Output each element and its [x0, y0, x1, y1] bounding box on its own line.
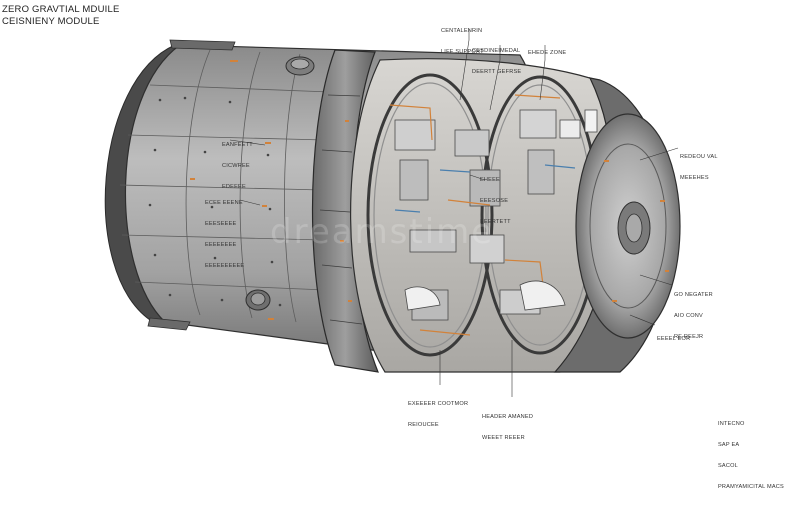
diagram-subtitle: CEISNIENY MODULE [2, 16, 100, 27]
callout-text: GO NEGATER [674, 292, 713, 298]
diagram-canvas: ZERO GRAVTIAL MDUILE CEISNIENY MODULE [2, 4, 784, 490]
callout-text: SAP EA [718, 442, 740, 448]
callout-text: REIOUCEE [408, 422, 439, 428]
callout-text: EHEDE ZONE [528, 50, 567, 56]
callout-text: ECEE EEENE [205, 200, 243, 206]
callout-text: EEEEL EOR [657, 336, 691, 342]
callout-panel-left: EANFEETT CICWREE EDEEEE [222, 128, 253, 205]
callout-text: EXEEEER COOTMOR [408, 401, 469, 407]
callout-bottom-left: EXEEEER COOTMOR REIOUCEE [408, 387, 468, 443]
callout-text: PRAMYAMICITAL MACS [718, 484, 784, 490]
callout-text: MEEEHES [680, 175, 709, 181]
callout-text: SACOL [718, 463, 738, 469]
callout-zone: EHEDE ZONE [528, 36, 566, 71]
diagram-title: ZERO GRAVTIAL MDUILE [2, 4, 120, 15]
callout-text: AIO CONV [674, 313, 703, 319]
callout-text: INTECNO [718, 421, 745, 427]
callout-bottom-right: INTECNO SAP EA SACOL PRAMYAMICITAL MACS [718, 407, 784, 505]
callout-center-panel: EHEEE EEESOSE EEERTETT [480, 163, 511, 240]
callout-life-support: CENTALENRIN LIFE SUPPORT [441, 14, 484, 70]
callout-text: RE REEJR [674, 334, 704, 340]
hull-accent-marks [190, 60, 274, 320]
callout-text: EEESEEEE [205, 221, 237, 227]
callout-text: REDEOU VAL [680, 154, 718, 160]
callout-bottom-mid: HEADER AMANED WEEET REEER [482, 400, 533, 456]
callout-text: EANFEETT [222, 142, 253, 148]
callout-text: EEEEEEEE [205, 242, 237, 248]
callout-cabin-deploy: CESDINEIMEDAL DEERTT GEFRSE [472, 34, 521, 90]
callout-right-top: REDEOU VAL MEEEHES [680, 140, 718, 196]
callout-text: EEESOSE [480, 198, 509, 204]
callout-text: DEERTT GEFRSE [472, 69, 522, 75]
callout-text: EDEEEE [222, 184, 246, 190]
hull-rivets [148, 96, 282, 307]
callout-text: EEEEEEEEEE [205, 263, 245, 269]
callout-text: EHEEE [480, 177, 500, 183]
callout-text: EEERTETT [480, 219, 511, 225]
callout-panel-left-2: ECEE EEENE EEESEEEE EEEEEEEE EEEEEEEEEE [205, 186, 244, 284]
right-end-ring [553, 77, 681, 373]
callout-right-mid: GO NEGATER AIO CONV RE REEJR [674, 278, 713, 355]
callout-text: CESDINEIMEDAL [472, 48, 521, 54]
bottom-strut [147, 317, 191, 331]
callout-leaders [229, 29, 679, 397]
callout-text: LIFE SUPPORT [441, 49, 484, 55]
hull-panel-seams [119, 49, 331, 323]
top-strut [169, 39, 236, 51]
module-illustration [104, 29, 681, 397]
callout-text: CICWREE [222, 163, 250, 169]
callout-text: CENTALENRIN [441, 28, 483, 34]
callout-text: HEADER AMANED [482, 414, 534, 420]
callout-right-low: EEEEL EOR [657, 322, 690, 357]
interior-cutaway [350, 58, 627, 373]
callout-text: WEEET REEER [482, 435, 525, 441]
